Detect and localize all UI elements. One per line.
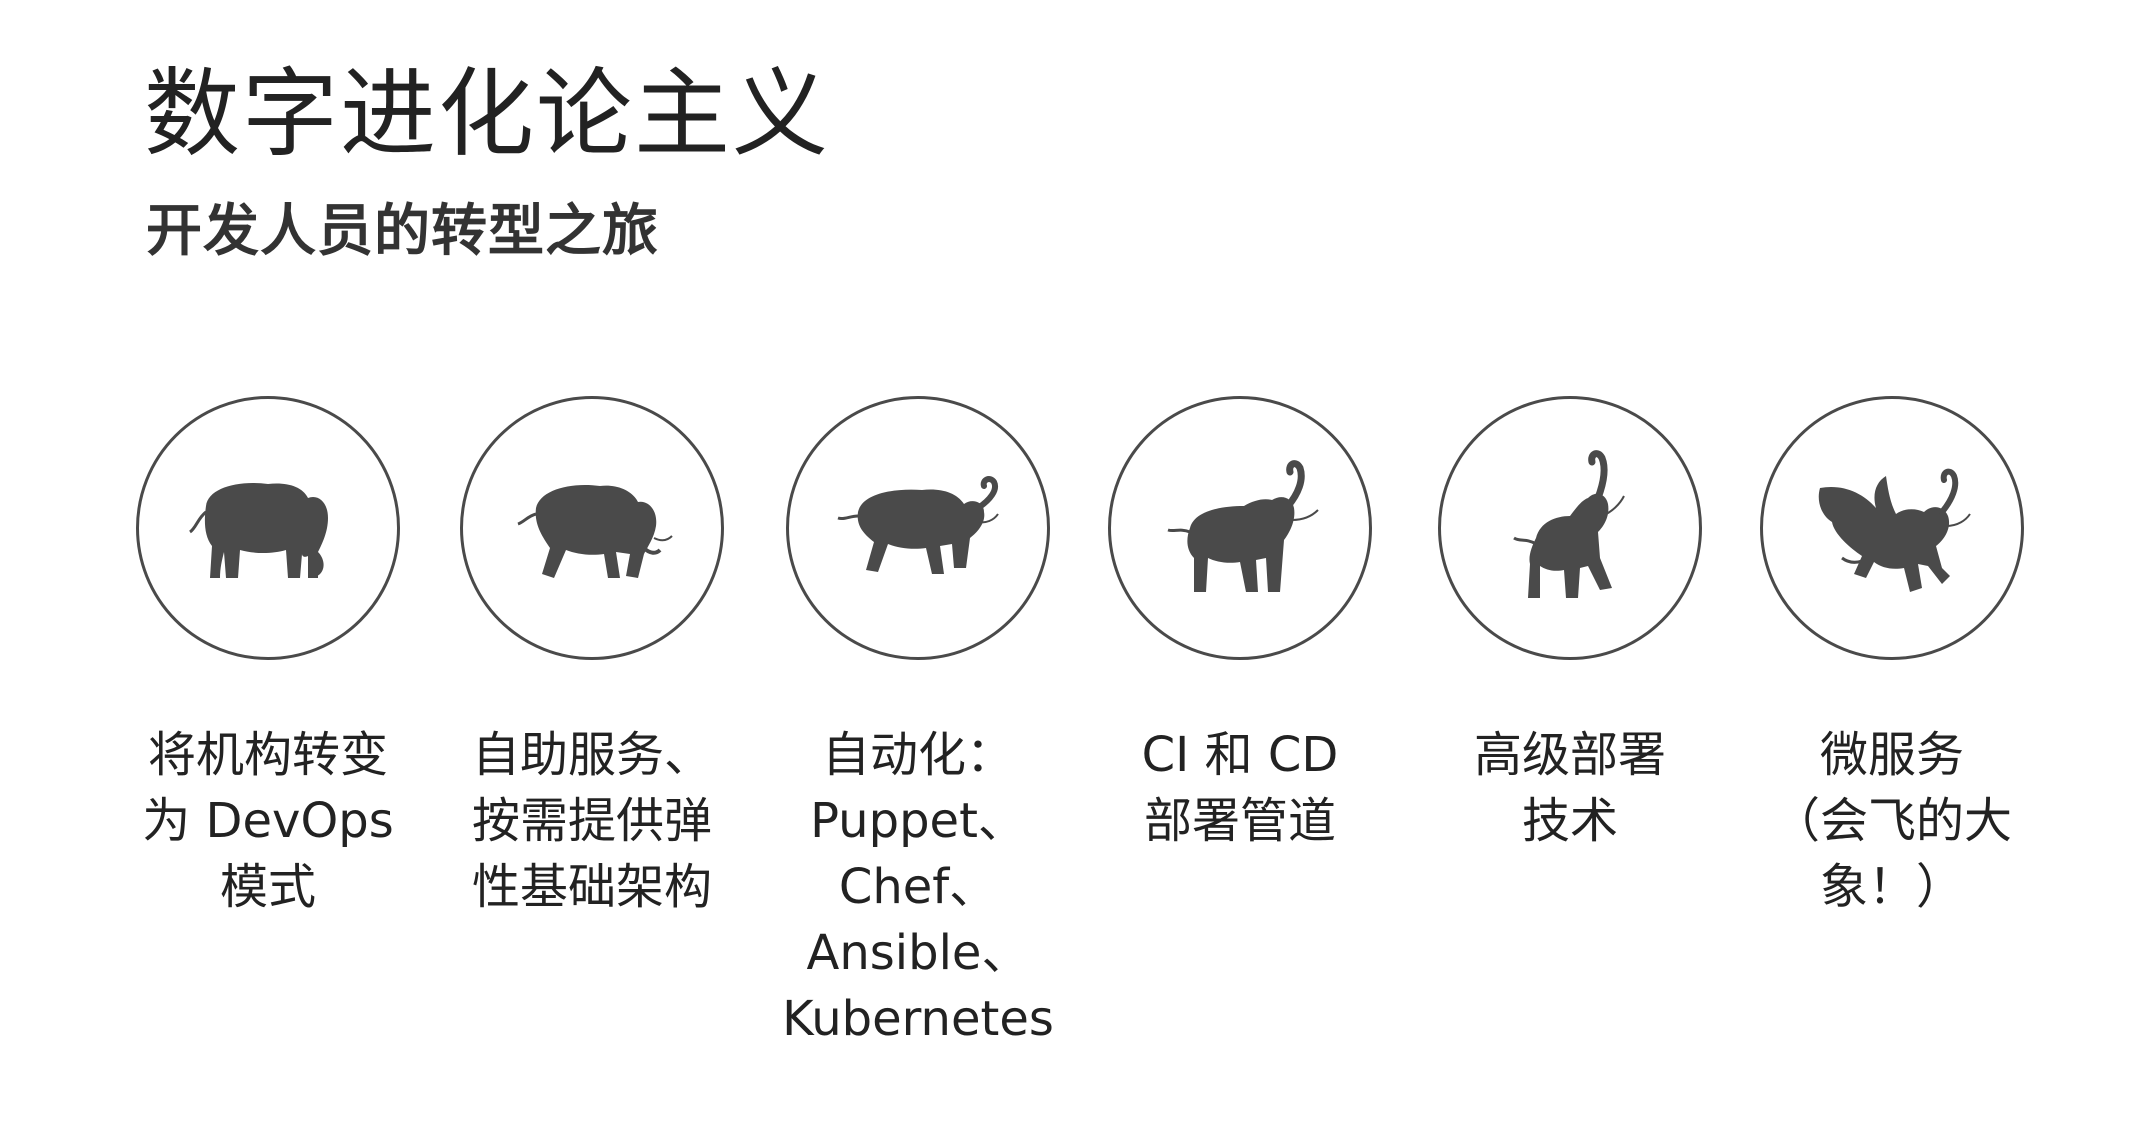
elephant-trumpeting-icon (1140, 428, 1340, 628)
stage-2-circle (460, 396, 724, 660)
winged-elephant-icon (1792, 428, 1992, 628)
stage-3-line-2: Puppet、 (810, 793, 1026, 849)
stage-3-line-1: 自动化： (821, 727, 1014, 783)
stage-1-line-3: 模式 (219, 859, 316, 915)
stage-4-label: CI 和 CD 部署管道 (1100, 722, 1380, 854)
stage-5-circle (1438, 396, 1702, 660)
stage-2-line-1: 自助服务、 (471, 727, 712, 783)
stage-5-line-2: 技术 (1521, 793, 1618, 849)
page-title: 数字进化论主义 (144, 58, 830, 170)
stage-3-line-3: Chef、 (838, 859, 998, 915)
stage-4-line-1: CI 和 CD (1141, 727, 1339, 783)
stage-4-line-2: 部署管道 (1143, 793, 1336, 849)
stage-2-line-2: 按需提供弹 (471, 793, 712, 849)
stage-1-label: 将机构转变 为 DevOps 模式 (128, 722, 408, 920)
stage-6-circle (1760, 396, 2024, 660)
stage-4-circle (1108, 396, 1372, 660)
stage-6-line-2: （会飞的大 (1771, 793, 2012, 849)
stage-1-line-1: 将机构转变 (147, 727, 388, 783)
stage-2-line-3: 性基础架构 (471, 859, 712, 915)
stage-2-label: 自助服务、 按需提供弹 性基础架构 (452, 722, 732, 920)
stage-6-label: 微服务 （会飞的大 象！） (1752, 722, 2032, 920)
page-subtitle: 开发人员的转型之旅 (146, 199, 659, 264)
stage-3-line-4: Ansible、 (806, 925, 1030, 981)
elephant-rearing-icon (1470, 428, 1670, 628)
stage-3-label: 自动化： Puppet、 Chef、 Ansible、 Kubernetes (778, 722, 1058, 1052)
stage-5-label: 高级部署 技术 (1430, 722, 1710, 854)
elephant-standing-icon (168, 428, 368, 628)
stage-6-line-3: 象！） (1819, 859, 1964, 915)
stage-6-line-1: 微服务 (1819, 727, 1964, 783)
stage-1-circle (136, 396, 400, 660)
elephant-walking-icon (492, 428, 692, 628)
stage-1-line-2: 为 DevOps (142, 793, 394, 849)
stage-3-line-5: Kubernetes (782, 991, 1054, 1047)
stage-5-line-1: 高级部署 (1473, 727, 1666, 783)
elephant-trunk-up-icon (818, 428, 1018, 628)
stage-3-circle (786, 396, 1050, 660)
